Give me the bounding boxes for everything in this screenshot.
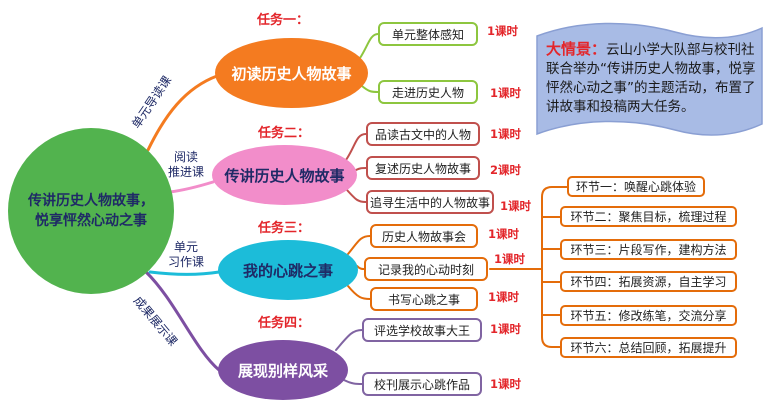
- lesson-hours: 1课时: [488, 290, 520, 304]
- branch-line-task2: [168, 180, 215, 194]
- task-tag-4: 任务四：: [258, 316, 311, 331]
- sub-line: [355, 167, 367, 171]
- scene-label: 大情景：: [546, 40, 607, 58]
- subtask-box: 记录我的心动时刻: [364, 257, 488, 281]
- lesson-hours: 2课时: [490, 163, 522, 177]
- lesson-hours: 1课时: [500, 199, 532, 213]
- sub-line: [335, 329, 363, 351]
- lesson-type-line: 单元: [173, 240, 198, 254]
- lesson-hours: 1课时: [494, 252, 526, 266]
- sub-line: [346, 189, 367, 203]
- sub-line: [343, 379, 363, 385]
- task-node-3: 我的心跳之事: [218, 240, 358, 300]
- stage-box-2: 环节二：聚焦目标，梳理过程: [560, 206, 737, 227]
- lesson-hours: 1课时: [490, 377, 522, 391]
- central-topic-line1: 传讲历史人物故事，: [28, 193, 154, 209]
- task-node-4: 展现别样风采: [218, 340, 348, 400]
- stage-bracket: [541, 186, 568, 348]
- task-node-1: 初读历史人物故事: [215, 38, 368, 108]
- branch-line-task1: [146, 74, 219, 152]
- branch-line-task3: [148, 270, 221, 276]
- subtask-box: 校刊展示心跳作品: [362, 372, 482, 396]
- subtask-box: 品读古文中的人物: [366, 122, 480, 146]
- lesson-type-line: 推进课: [167, 165, 204, 179]
- lesson-type-line: 习作课: [167, 255, 204, 269]
- stage-box-6: 环节六：总结回顾，拓展提升: [560, 337, 737, 358]
- subtask-box: 单元整体感知: [378, 22, 478, 46]
- lesson-hours: 1课时: [490, 127, 522, 141]
- task-tag-2: 任务二：: [258, 126, 311, 141]
- lesson-hours: 1课时: [490, 322, 522, 336]
- subtask-box: 走进历史人物: [378, 80, 478, 104]
- stage-box-5: 环节五：修改练笔，交流分享: [560, 305, 737, 326]
- branch-line-task4: [144, 270, 221, 372]
- lesson-hours: 1课时: [488, 227, 520, 241]
- lesson-type-line: 阅读: [173, 150, 198, 164]
- stage-box-1: 环节一：唤醒心跳体验: [567, 176, 705, 197]
- lesson-hours: 1课时: [490, 86, 522, 100]
- sub-line: [359, 33, 379, 59]
- subtask-box: 追寻生活中的人物故事: [366, 190, 494, 214]
- subtask-box: 评选学校故事大王: [362, 318, 482, 342]
- task-tag-3: 任务三：: [258, 221, 311, 236]
- scene-body: 云山小学大队部与校刊社联合举办“传讲历史人物故事，悦享怦然心动之事”的主题活动，…: [546, 42, 756, 115]
- sub-line: [345, 133, 367, 161]
- subtask-box: 历史人物故事会: [370, 224, 478, 248]
- subtask-box: 复述历史人物故事: [366, 156, 480, 180]
- central-topic-line2: 悦享怦然心动之事: [35, 213, 147, 229]
- central-topic: 传讲历史人物故事， 悦享怦然心动之事: [8, 128, 174, 294]
- stage-box-4: 环节四：拓展资源，自主学习: [560, 271, 737, 292]
- scene-description: 大情景：云山小学大队部与校刊社联合举办“传讲历史人物故事，悦享怦然心动之事”的主…: [546, 40, 760, 117]
- subtask-box: 书写心跳之事: [370, 287, 478, 311]
- task-tag-1: 任务一：: [257, 13, 310, 28]
- lesson-type-label-task3: 单元 习作课: [164, 240, 208, 270]
- scene-banner-shape: [536, 22, 763, 136]
- task-node-2: 传讲历史人物故事: [212, 145, 357, 205]
- sub-line: [347, 235, 371, 255]
- sub-line: [361, 85, 379, 93]
- sub-line: [356, 265, 365, 270]
- stage-box-3: 环节三：片段写作，建构方法: [560, 239, 737, 260]
- sub-line: [347, 285, 371, 300]
- lesson-hours: 1课时: [487, 24, 519, 38]
- lesson-type-label-task2: 阅读 推进课: [164, 150, 208, 180]
